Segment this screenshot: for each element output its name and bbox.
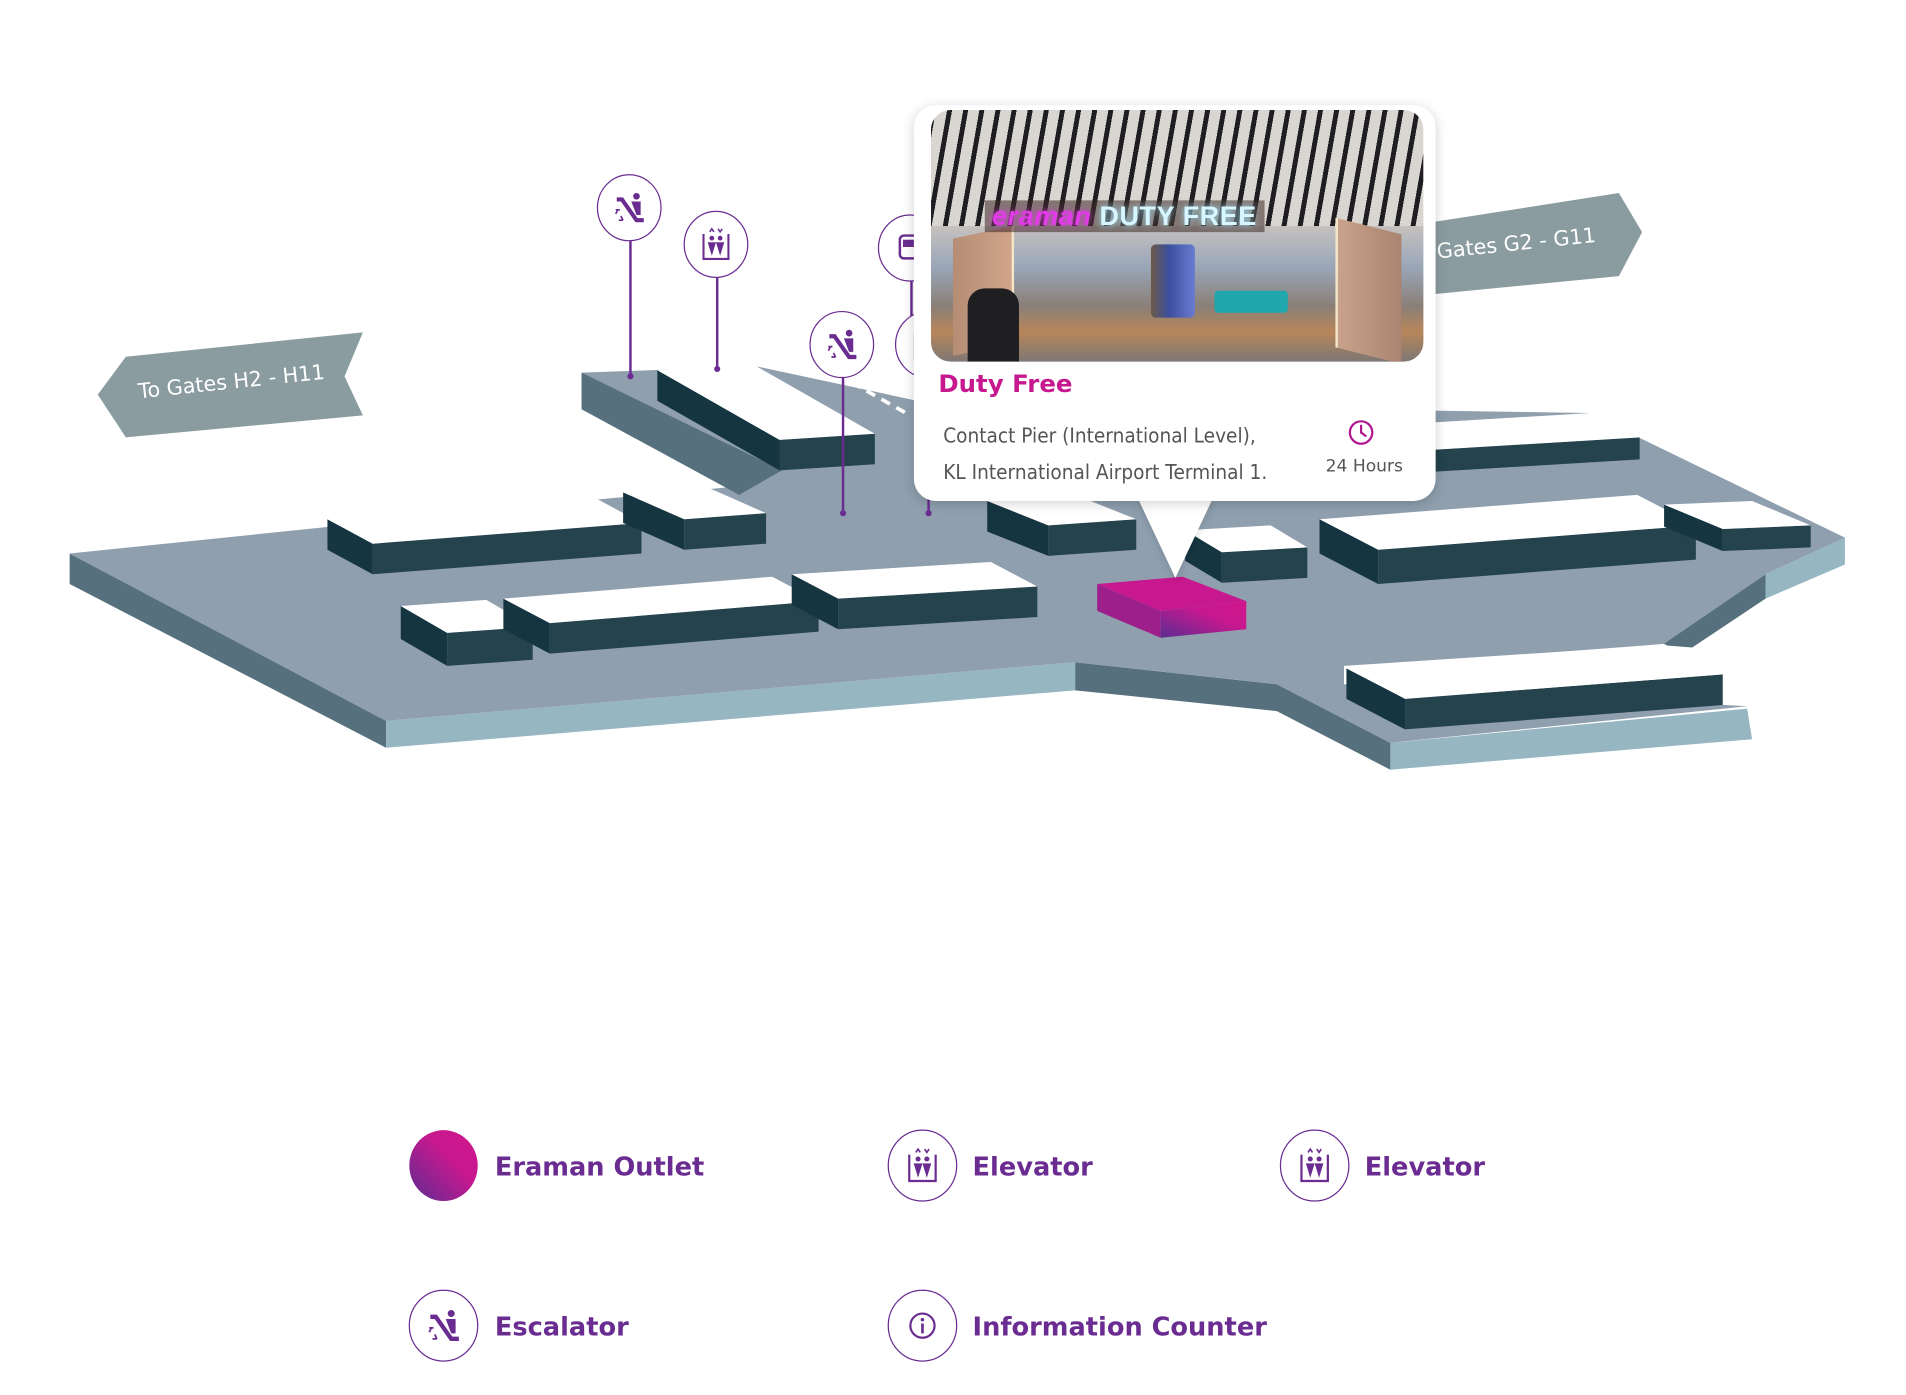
outlet-photo: eraman DUTY FREE (931, 109, 1424, 362)
outlet-address: Contact Pier (International Level), KL I… (943, 418, 1267, 491)
shop-block (1319, 494, 1696, 585)
legend-label: Escalator (495, 1312, 629, 1342)
direction-sign-right[interactable]: To Gates G2 - G11 (1368, 193, 1643, 301)
duty-free-outlet-block[interactable] (1097, 576, 1247, 638)
eraman-outlet-swatch (409, 1130, 478, 1202)
shop-block (1346, 643, 1723, 730)
shop-block (657, 364, 875, 471)
shop-block (503, 576, 819, 654)
clock-icon (1348, 420, 1374, 445)
map-pin-escalator[interactable] (809, 310, 875, 517)
shop-block (400, 599, 533, 666)
map-pin-escalator[interactable] (596, 174, 662, 380)
popup-pointer (1136, 494, 1215, 578)
address-line-2: KL International Airport Terminal 1. (943, 460, 1268, 484)
direction-sign-left[interactable]: To Gates H2 - H11 (97, 332, 363, 438)
map-pin-elevator[interactable] (683, 210, 749, 373)
legend-label: Elevator (1365, 1152, 1486, 1182)
shop-block (623, 486, 767, 550)
shop-block (327, 498, 642, 575)
opening-hours: 24 Hours (1325, 456, 1403, 477)
photo-store-sign: eraman DUTY FREE (984, 200, 1265, 233)
legend-label: Eraman Outlet (495, 1152, 704, 1182)
shop-block (1664, 500, 1811, 552)
legend-item-escalator: Escalator (408, 1289, 629, 1362)
legend-item-elevator-2: Elevator (1279, 1129, 1486, 1202)
address-line-1: Contact Pier (International Level), (943, 423, 1256, 448)
outlet-info-popup[interactable]: eraman DUTY FREE Duty Free Contact Pier … (913, 105, 1436, 501)
walkway-dashed-line (850, 380, 912, 418)
legend-item-eraman-outlet: Eraman Outlet (409, 1130, 704, 1202)
shop-block (791, 562, 1038, 630)
legend: Eraman Outlet Elevator Elevator Escalato… (408, 1129, 1486, 1362)
outlet-title: Duty Free (938, 368, 1073, 399)
legend-item-elevator: Elevator (887, 1129, 1094, 1202)
legend-label: Information Counter (973, 1312, 1268, 1342)
legend-item-information-counter: Information Counter (887, 1289, 1268, 1362)
shop-block (987, 494, 1137, 556)
legend-label: Elevator (973, 1152, 1094, 1182)
shop-blocks (327, 364, 1811, 730)
